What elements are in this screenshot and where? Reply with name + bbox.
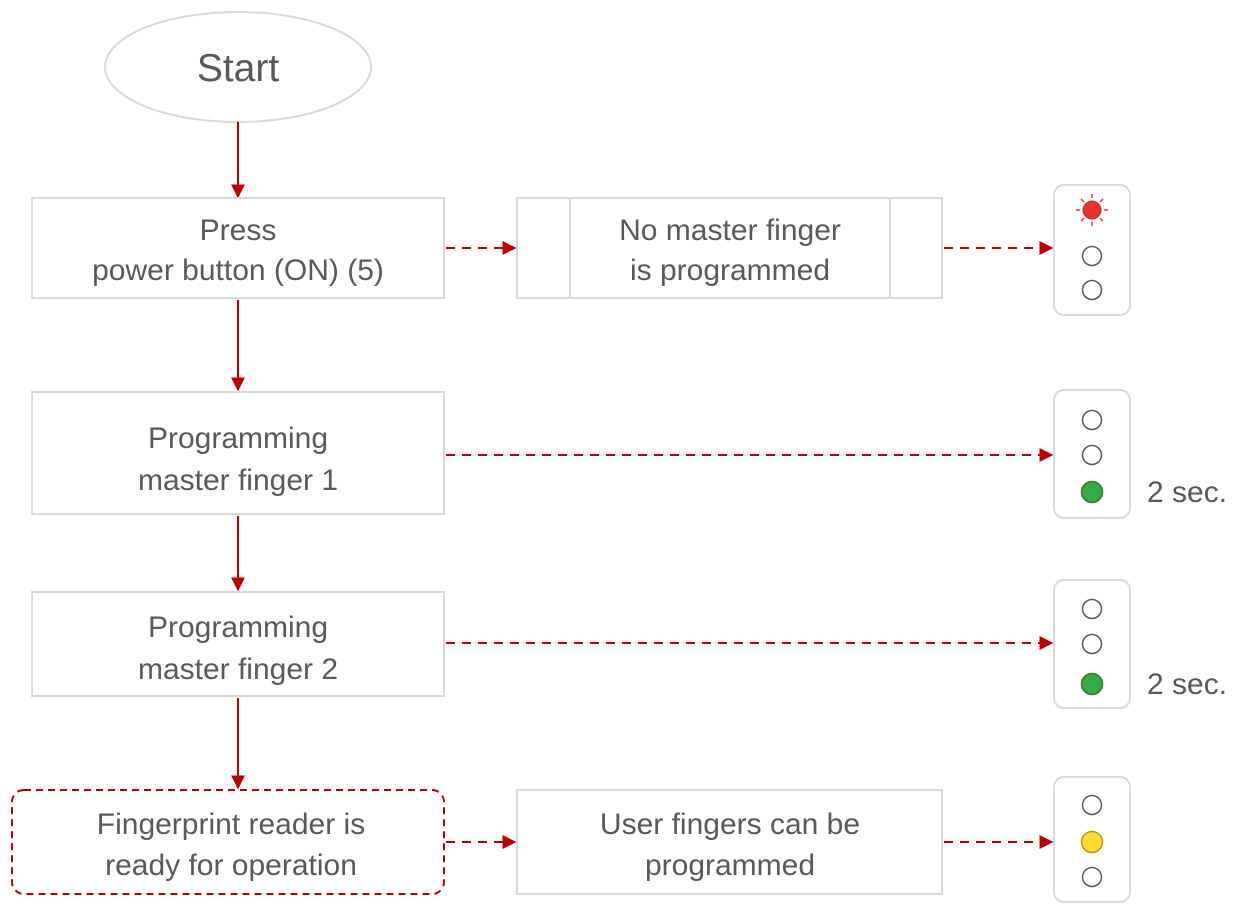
step-ready: Fingerprint reader is ready for operatio… — [11, 789, 445, 895]
note-no-master-line1: No master finger — [619, 214, 841, 247]
step-power-button: Press power button (ON) (5) — [31, 197, 445, 299]
start-node: Start — [104, 11, 372, 123]
off-lamp-icon — [1081, 245, 1103, 267]
led-indicator-4 — [1053, 776, 1131, 903]
off-lamp-icon — [1081, 794, 1103, 816]
red-flashing-lamp-icon — [1076, 194, 1108, 226]
step-ready-line1: Fingerprint reader is — [97, 808, 365, 841]
note-no-master-line2: is programmed — [630, 254, 830, 287]
yellow-lamp-icon — [1080, 830, 1104, 854]
off-lamp-icon — [1081, 279, 1103, 301]
led-2-duration: 2 sec. — [1147, 476, 1227, 509]
start-label: Start — [197, 47, 280, 90]
step-master-finger-2: Programming master finger 2 — [31, 591, 445, 697]
step-ready-line2: ready for operation — [105, 849, 357, 882]
led-indicator-2 — [1053, 389, 1131, 519]
note-user-fingers-line2: programmed — [645, 849, 815, 882]
note-user-fingers-line1: User fingers can be — [600, 808, 860, 841]
step-master2-line1: Programming — [148, 611, 328, 644]
step-power-line2: power button (ON) (5) — [92, 254, 384, 287]
green-lamp-icon — [1080, 480, 1104, 504]
step-master-finger-1: Programming master finger 1 — [31, 391, 445, 515]
dashed-connectors — [446, 241, 1054, 849]
off-lamp-icon — [1081, 633, 1103, 655]
led-indicator-3 — [1053, 579, 1131, 709]
off-lamp-icon — [1081, 409, 1103, 431]
led-3-duration: 2 sec. — [1147, 668, 1227, 701]
step-master1-line2: master finger 1 — [138, 464, 338, 497]
step-master1-line1: Programming — [148, 422, 328, 455]
off-lamp-icon — [1081, 598, 1103, 620]
off-lamp-icon — [1081, 444, 1103, 466]
step-master2-line2: master finger 2 — [138, 653, 338, 686]
led-indicator-1 — [1053, 184, 1131, 316]
step-power-line1: Press — [200, 214, 277, 247]
note-user-fingers: User fingers can be programmed — [516, 789, 943, 895]
off-lamp-icon — [1081, 866, 1103, 888]
green-lamp-icon — [1080, 672, 1104, 696]
note-no-master-finger: No master finger is programmed — [516, 197, 943, 299]
